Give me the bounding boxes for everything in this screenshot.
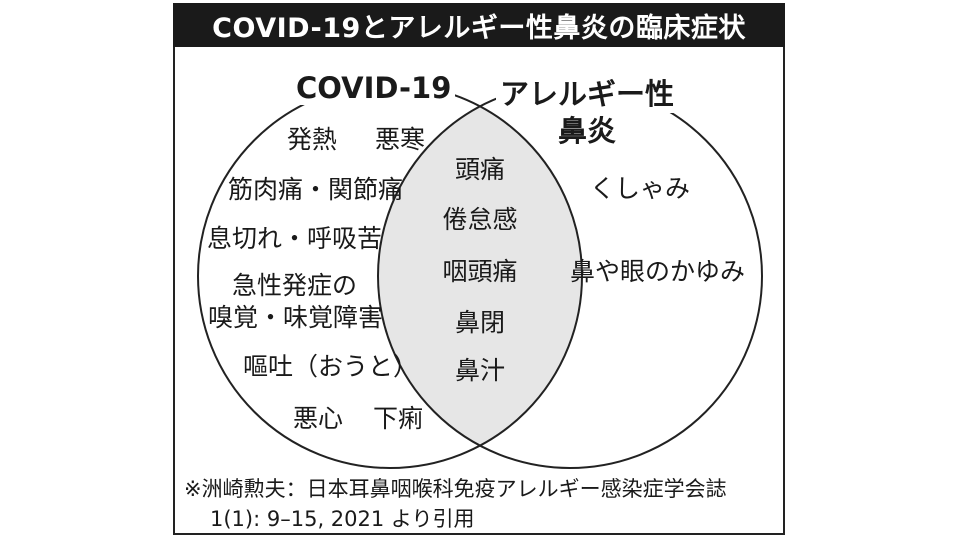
source-note: ※洲崎勲夫：日本耳鼻咽喉科免疫アレルギー感染症学会誌 1(1): 9–15, 2… bbox=[184, 474, 727, 534]
symptom-shortness-of-breath: 息切れ・呼吸苦 bbox=[207, 224, 383, 253]
allergy-set-label-line1: アレルギー性 bbox=[496, 71, 679, 113]
symptom-nausea: 悪心 bbox=[293, 404, 344, 433]
symptom-nasal-congestion: 鼻閉 bbox=[454, 308, 506, 337]
symptom-runny-nose: 鼻汁 bbox=[454, 356, 506, 385]
symptom-sore-throat: 咽頭痛 bbox=[442, 257, 518, 286]
symptom-acute-onset: 急性発症の bbox=[232, 271, 358, 300]
symptom-fever: 発熱 bbox=[287, 125, 338, 154]
symptom-diarrhea: 下痢 bbox=[373, 404, 424, 433]
symptom-itchy-nose-eyes: 鼻や眼のかゆみ bbox=[570, 257, 746, 286]
source-note-line2: 1(1): 9–15, 2021 より引用 bbox=[210, 507, 475, 531]
symptom-sneezing: くしゃみ bbox=[590, 174, 691, 203]
symptom-vomiting: 嘔吐（おうと） bbox=[243, 352, 419, 381]
symptom-muscle-joint-pain: 筋肉痛・関節痛 bbox=[228, 175, 404, 204]
symptom-headache: 頭痛 bbox=[454, 155, 506, 184]
symptom-fatigue: 倦怠感 bbox=[442, 205, 518, 234]
covid-set-label: COVID-19 bbox=[292, 71, 456, 105]
source-note-line1: ※洲崎勲夫：日本耳鼻咽喉科免疫アレルギー感染症学会誌 bbox=[184, 477, 727, 501]
symptom-chills: 悪寒 bbox=[375, 125, 426, 154]
overlap-region bbox=[378, 84, 582, 468]
allergy-set-label-line2: 鼻炎 bbox=[558, 114, 617, 148]
figure-title: COVID-19とアレルギー性鼻炎の臨床症状 bbox=[173, 3, 785, 47]
symptom-smell-taste-disorder: 嗅覚・味覚障害 bbox=[208, 303, 384, 332]
